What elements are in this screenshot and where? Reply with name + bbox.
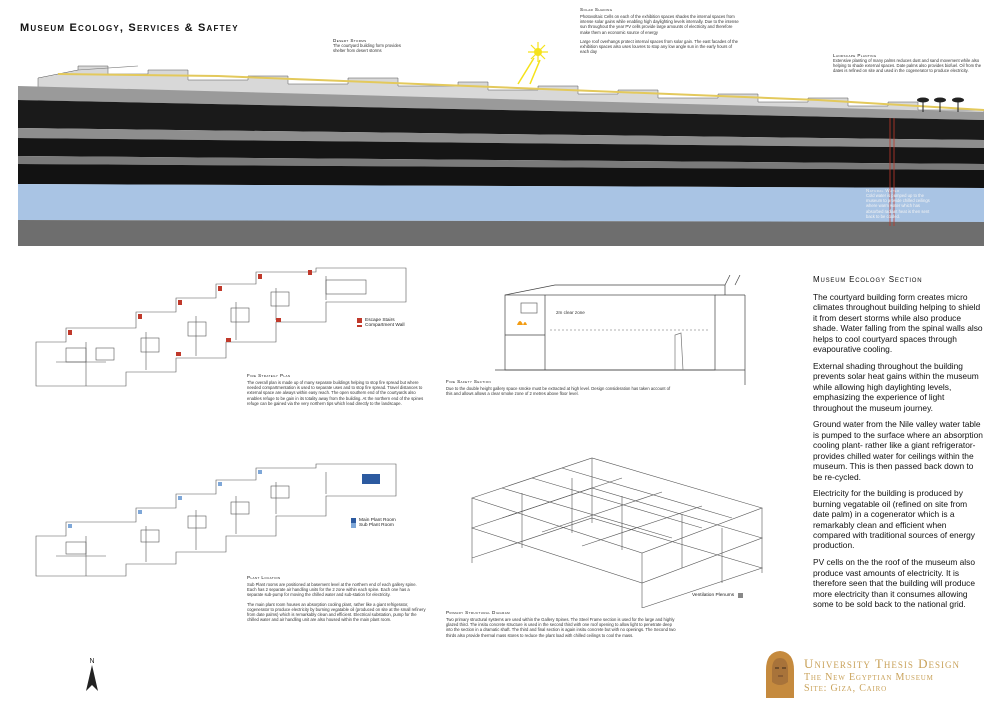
sun-icon (517, 42, 548, 85)
ecology-heading: Museum Ecology Section (813, 275, 923, 284)
thesis-title-block: University Thesis Design The New Egyptia… (804, 656, 994, 694)
plant-location-note: Plant Location Sub Plant rooms are posit… (247, 575, 426, 623)
pharaoh-bust-icon (766, 651, 794, 698)
solar-shading-note: Solar Shading Photovoltaic Cells on each… (580, 7, 739, 55)
structural-axonometric (471, 457, 764, 608)
fire-strategy-plan (35, 267, 407, 387)
plant-location-plan (35, 463, 397, 577)
ecology-paragraph: PV cells on the the roof of the museum a… (813, 557, 976, 609)
compartment-wall-swatch (357, 324, 362, 327)
strata-grey-1 (18, 86, 984, 120)
strata-dark-1 (18, 100, 984, 140)
main-plant-room-mark (362, 474, 380, 484)
ecology-paragraph: The courtyard building form creates micr… (813, 292, 983, 355)
escape-stairs-swatch (357, 318, 362, 323)
north-arrow-icon: N (84, 658, 100, 691)
desert-storms-note: Desert Storms The courtyard building for… (333, 38, 401, 54)
thesis-title: University Thesis Design (804, 656, 960, 671)
natural-water-note: Natural Water Cold water is pumped up to… (866, 188, 930, 219)
fire-legend: Escape Stairs Compartment Wall (357, 318, 405, 328)
thesis-subtitle: The New Egyptian Museum (804, 672, 934, 683)
strata-dark-3 (18, 164, 984, 188)
strata-grey-2 (18, 128, 984, 148)
ecology-paragraph: External shading throughout the building… (813, 360, 979, 413)
page-title: Museum Ecology, Services & Saftey (20, 22, 239, 34)
fire-safety-section-note: Fire Safety Section Due to the double he… (446, 379, 671, 397)
fire-flame-icon (517, 321, 527, 325)
water-table (18, 184, 984, 222)
main-plant-room-swatch (351, 518, 356, 523)
ventilation-legend: Ventilation Plenums (692, 593, 746, 598)
clear-zone-label: 2m clear zone (556, 310, 585, 315)
ecology-section-diagram (18, 42, 984, 246)
plant-legend: Main Plant Room Sub Plant Room (351, 518, 396, 528)
ecology-text-column: Museum Ecology Section The courtyard bui… (813, 275, 985, 616)
strata-grey-bottom (18, 220, 984, 246)
sub-plant-room-swatch (351, 523, 356, 528)
ecology-paragraph: Electricity for the building is produced… (813, 488, 975, 551)
fire-safety-section-drawing (495, 275, 746, 385)
strata-dark-2 (18, 138, 984, 164)
ventilation-plenum-swatch (738, 593, 744, 598)
thesis-site: Site: Giza, Cairo (804, 683, 887, 694)
palm-tree-icon (917, 97, 964, 112)
fire-strategy-note: Fire Strategy Plan The overall plan is m… (247, 373, 424, 406)
structural-diagram-note: Primary Structural Diagram Two primary s… (446, 610, 676, 638)
building-silhouette (37, 65, 984, 119)
landscape-planting-note: Landscape Planting Extensive planting of… (833, 53, 982, 74)
ecology-paragraph: Ground water from the Nile valley water … (813, 419, 983, 482)
strata-grey-3 (18, 156, 984, 170)
